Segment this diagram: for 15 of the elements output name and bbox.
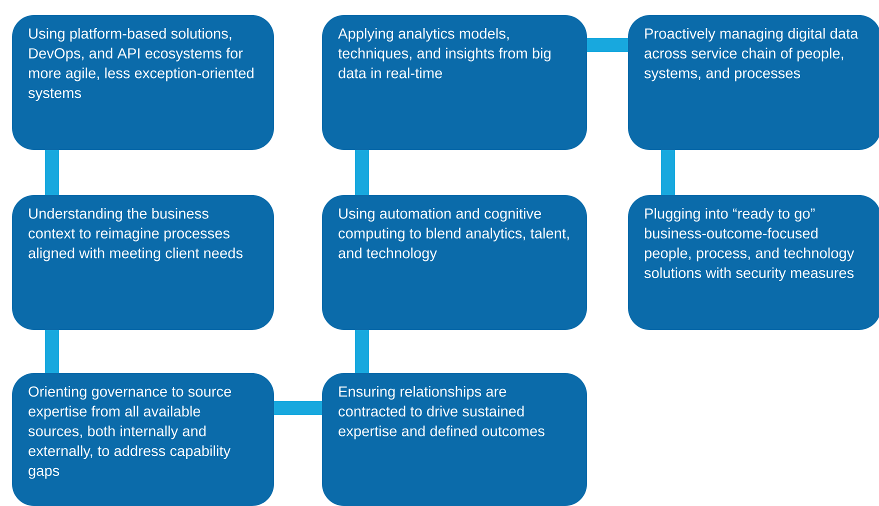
connector [355, 330, 369, 373]
process-box: Ensuring relationships are contracted to drive sustained expertise and defined outcomes [322, 373, 587, 506]
connector [355, 150, 369, 195]
connector [274, 401, 322, 415]
connector [45, 150, 59, 195]
process-box: Orienting governance to source expertise from all available sources, both internally and externally, to address capability gaps [12, 373, 274, 506]
process-box: Applying analytics models, techniques, and insights from big data in real-time [322, 15, 587, 150]
connector [587, 38, 628, 52]
connector [661, 150, 675, 195]
process-box: Plugging into “ready to go” business-outcome-focused people, process, and technology solutions with security measures [628, 195, 879, 330]
process-box: Using automation and cognitive computing to blend analytics, talent, and technology [322, 195, 587, 330]
process-box: Proactively managing digital data across service chain of people, systems, and processes [628, 15, 879, 150]
connector [45, 330, 59, 373]
process-box: Using platform-based solutions, DevOps, and API ecosystems for more agile, less exception-oriented systems [12, 15, 274, 150]
process-box: Understanding the business context to reimagine processes aligned with meeting client needs [12, 195, 274, 330]
